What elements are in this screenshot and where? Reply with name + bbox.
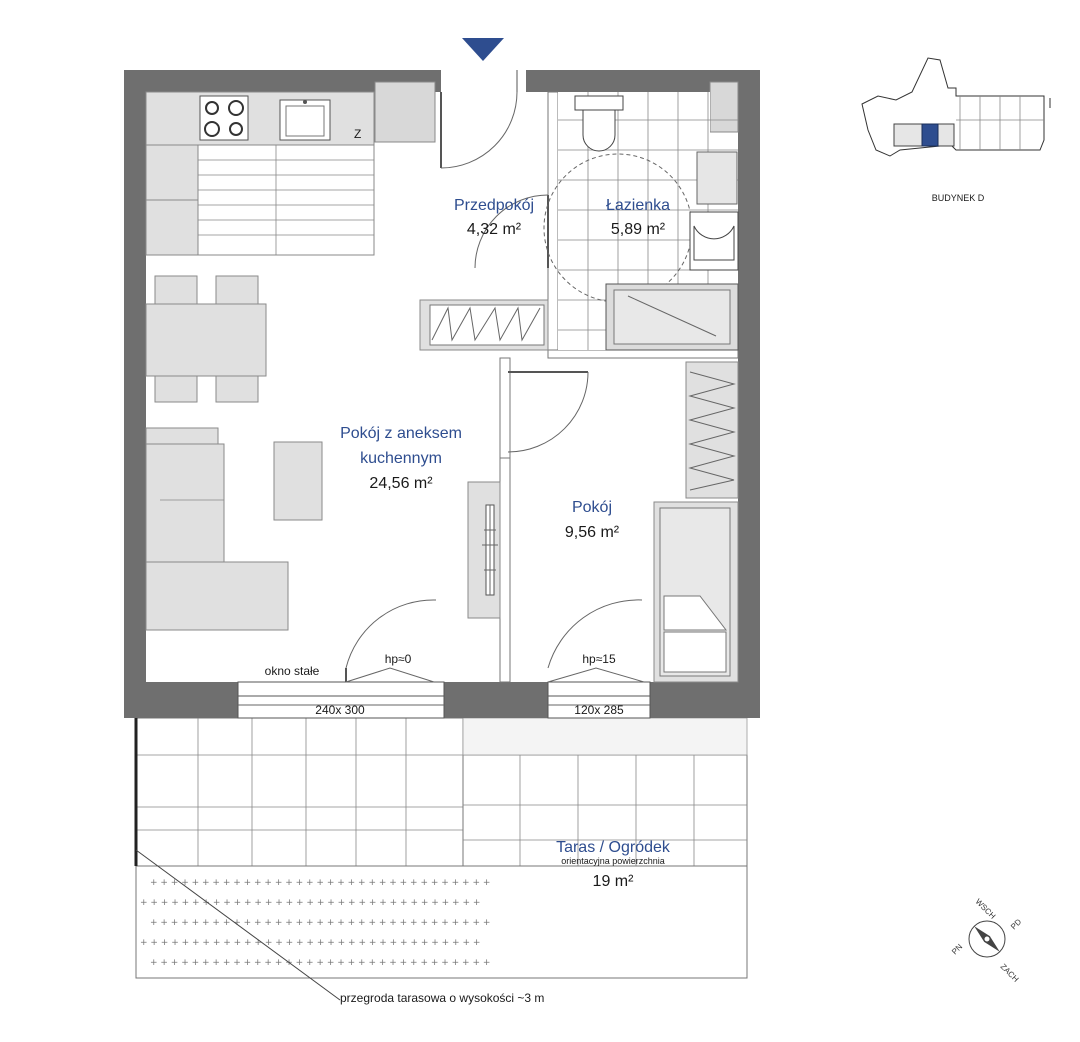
bedroom-door bbox=[507, 371, 589, 453]
bathroom-door bbox=[474, 194, 549, 269]
bathtub-icon bbox=[605, 283, 739, 351]
compass-label-w: PN bbox=[950, 942, 964, 956]
room-area-pokoj-z-aneksem: 24,56 m² bbox=[369, 475, 433, 492]
window-hp-left: hp≈0 bbox=[385, 652, 412, 666]
compass-label-e: PD bbox=[1009, 917, 1023, 931]
room-name-pokoj-z-aneksem-line1: Pokój z aneksem bbox=[340, 425, 462, 442]
svg-text:+ + + + + + + + + + + + + + +: + + + + + + + + + + + + + + + + + + + + … bbox=[140, 898, 480, 908]
partition-leader-line bbox=[135, 849, 341, 1001]
garden-lawn: + + + + + + + + + + + + + + + + + + + + … bbox=[135, 865, 748, 979]
window-fixed-label: okno stałe bbox=[265, 664, 320, 678]
partition-note: przegroda tarasowa o wysokości ~3 m bbox=[340, 991, 544, 1005]
terrace-door-right bbox=[547, 599, 645, 683]
windows bbox=[237, 681, 651, 719]
tv-cabinet bbox=[467, 481, 501, 619]
room-area-lazienka: 5,89 m² bbox=[611, 221, 666, 238]
svg-text:+ + + + + + + + + + + + + + +: + + + + + + + + + + + + + + + + + + + + … bbox=[140, 938, 480, 948]
room-note-taras: orientacyjna powierzchnia bbox=[561, 856, 665, 866]
bed bbox=[653, 501, 739, 683]
sofa bbox=[145, 427, 289, 631]
bedroom-wardrobe bbox=[685, 361, 739, 499]
kitchen-sink-icon bbox=[279, 99, 331, 141]
key-plan-label: BUDYNEK D bbox=[932, 193, 985, 203]
room-name-przedpokoj: Przedpokój bbox=[454, 197, 534, 214]
key-plan bbox=[861, 57, 1051, 157]
apartment-location-marker bbox=[921, 123, 939, 147]
walls bbox=[124, 70, 760, 718]
compass-rose-icon bbox=[968, 920, 1006, 958]
room-name-pokoj: Pokój bbox=[572, 499, 612, 516]
coffee-table bbox=[273, 441, 323, 521]
room-name-pokoj-z-aneksem-line2: kuchennym bbox=[360, 450, 442, 467]
svg-text:+ + + + + + + + + + + + + + +: + + + + + + + + + + + + + + + + + + + + … bbox=[150, 958, 490, 968]
hall-wardrobe bbox=[419, 299, 549, 351]
washbasin-icon bbox=[689, 211, 739, 271]
entrance-marker-icon bbox=[462, 38, 504, 61]
toilet-icon bbox=[574, 95, 624, 152]
compass-label-s: ZACH bbox=[999, 962, 1021, 984]
room-name-lazienka: Łazienka bbox=[606, 197, 670, 214]
room-area-taras: 19 m² bbox=[593, 873, 635, 890]
room-name-taras: Taras / Ogródek bbox=[556, 839, 671, 856]
terrace-door-left bbox=[345, 599, 437, 683]
dining-table bbox=[145, 275, 267, 403]
entrance-door bbox=[440, 70, 518, 169]
svg-text:+ + + + + + + + + + + + + + +: + + + + + + + + + + + + + + + + + + + + … bbox=[150, 918, 490, 928]
svg-text:+ + + + + + + + + + + + + + +: + + + + + + + + + + + + + + + + + + + + … bbox=[150, 878, 490, 888]
fridge-marker: Z bbox=[354, 127, 361, 141]
washing-machine-icon bbox=[696, 151, 738, 205]
cooktop-icon bbox=[199, 95, 249, 141]
room-area-pokoj: 9,56 m² bbox=[565, 524, 620, 541]
window-size-right: 120x 285 bbox=[574, 703, 624, 717]
terrace-tiles bbox=[135, 717, 748, 867]
kitchen-counter bbox=[145, 91, 375, 256]
room-area-przedpokoj: 4,32 m² bbox=[467, 221, 522, 238]
compass-label-n: WSCH bbox=[974, 897, 998, 921]
window-hp-right: hp≈15 bbox=[582, 652, 616, 666]
window-size-left: 240x 300 bbox=[315, 703, 365, 717]
